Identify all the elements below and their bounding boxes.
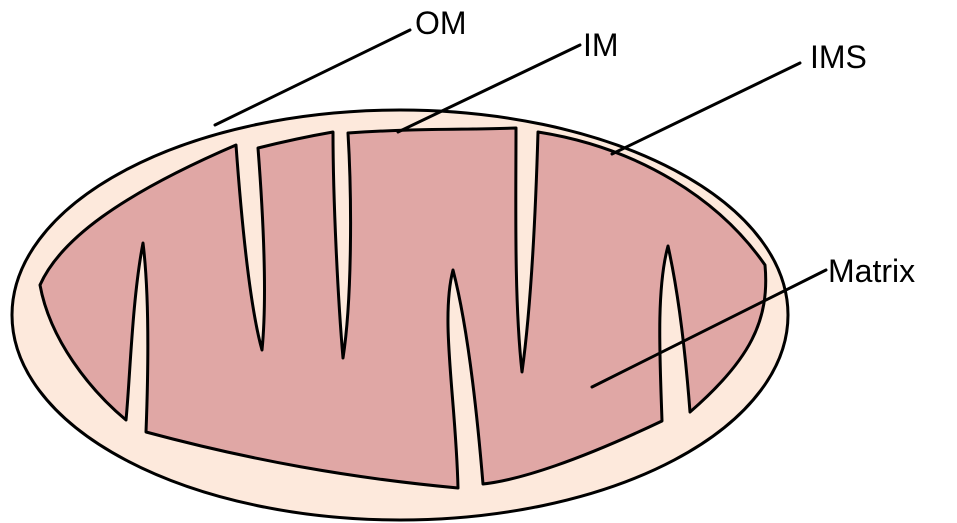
om-label: OM bbox=[415, 5, 467, 41]
im-label: IM bbox=[583, 27, 619, 63]
ims-label: IMS bbox=[810, 39, 867, 75]
ims-leader-line bbox=[612, 63, 800, 154]
matrix-label: Matrix bbox=[828, 253, 915, 289]
